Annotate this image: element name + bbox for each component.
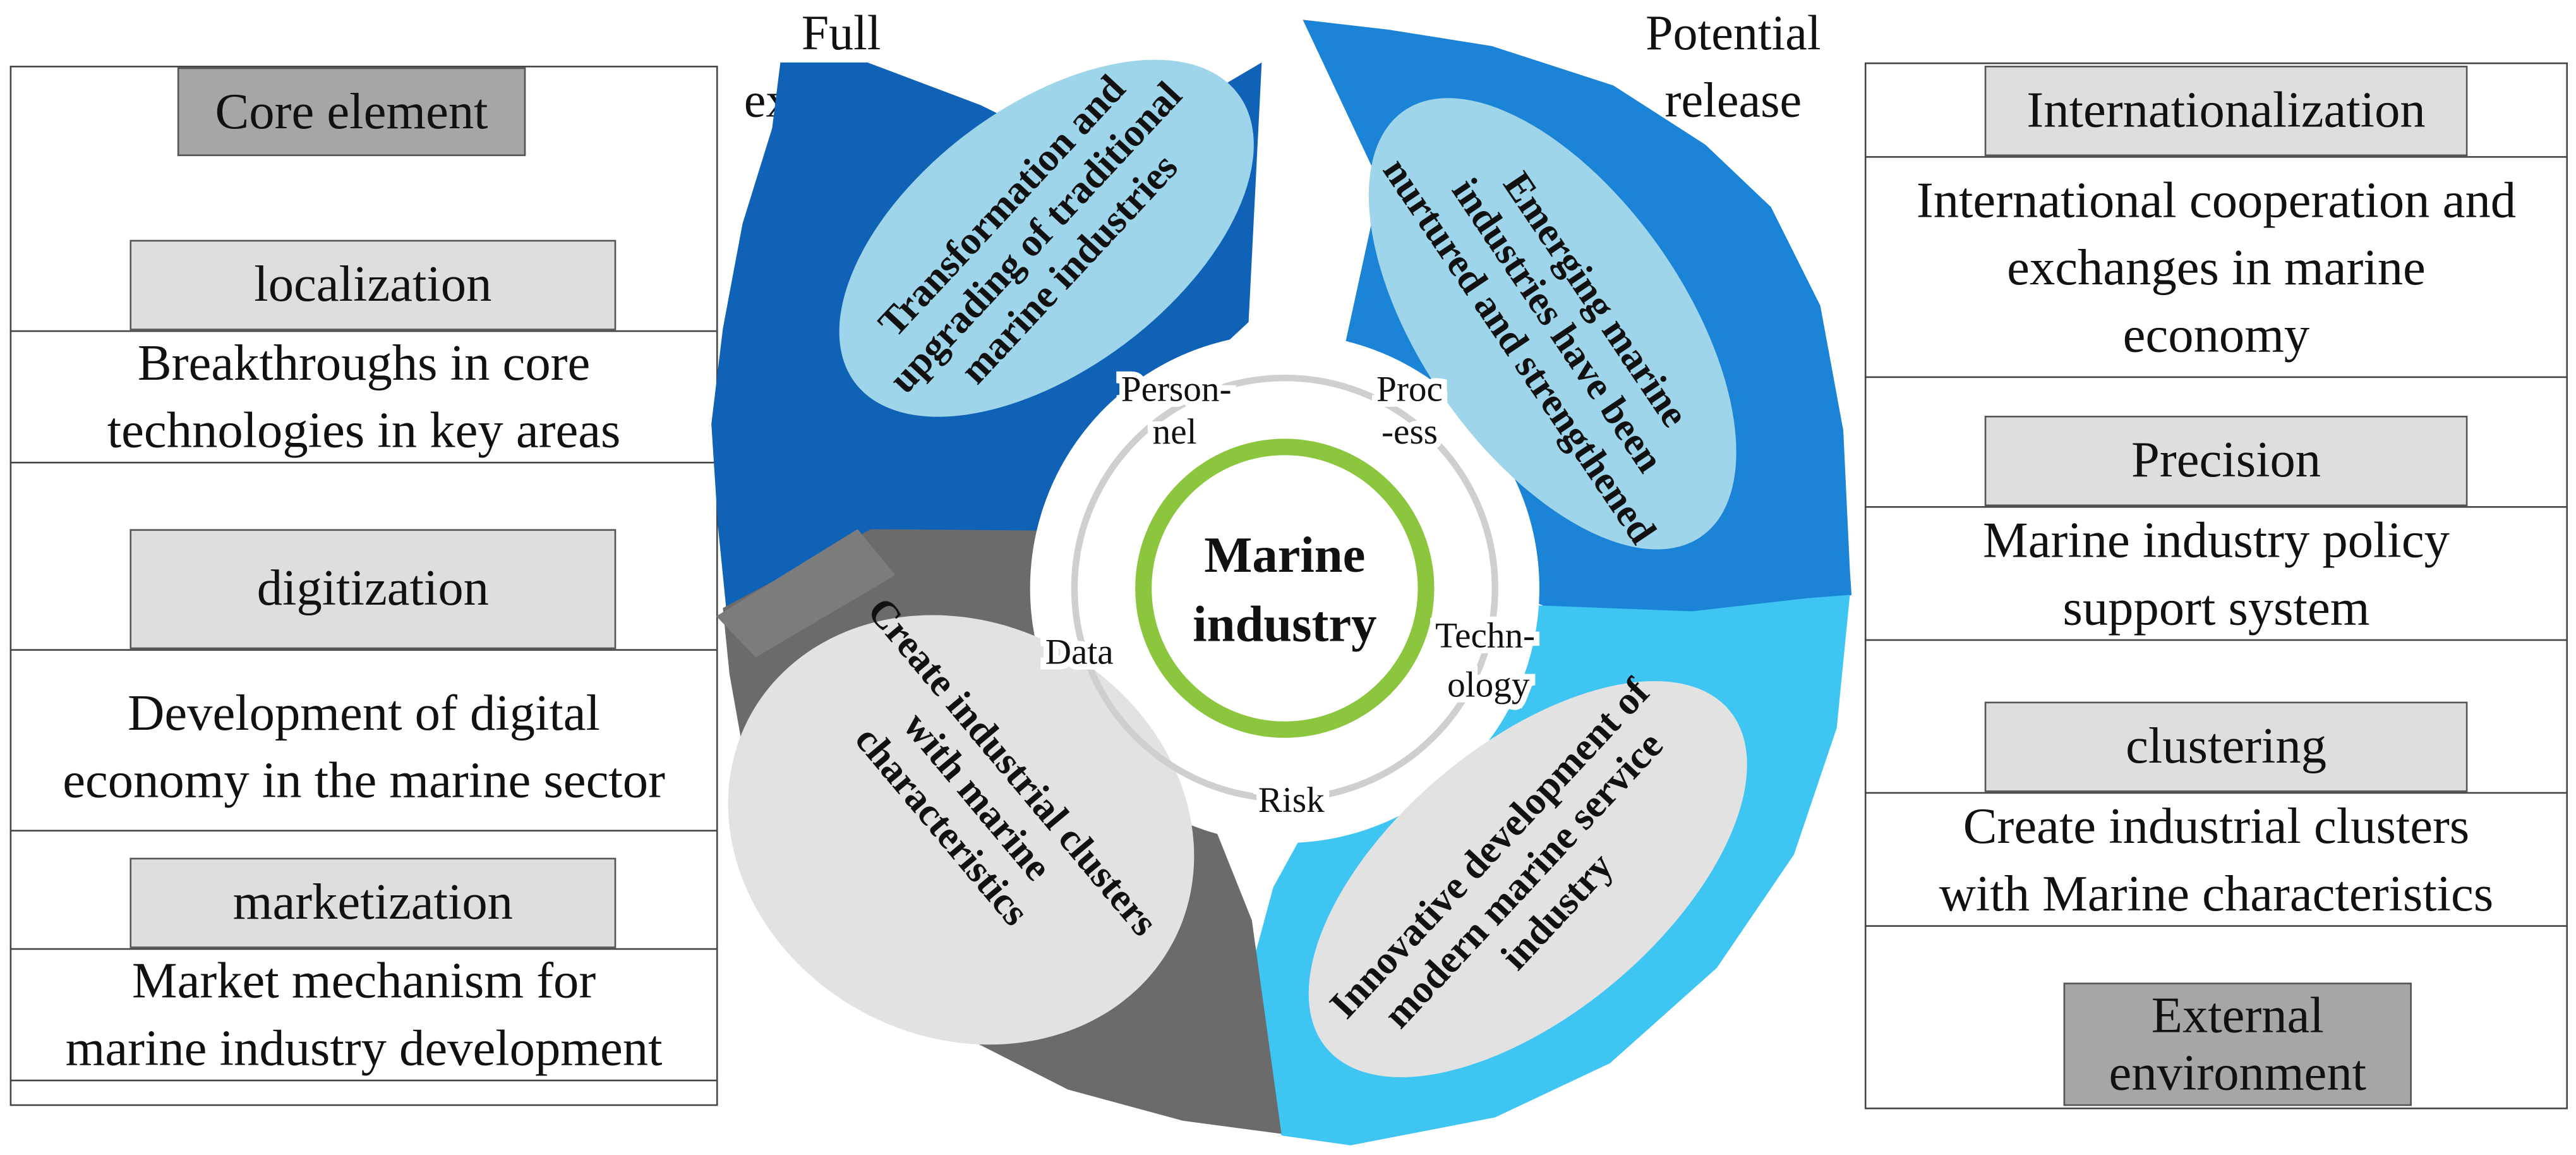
factor-risk: Risk [1258, 780, 1325, 820]
factor-personnel: Person- [1121, 370, 1232, 409]
description-line: support system [2062, 578, 2370, 636]
digitization-description: Development of digital economy in the ma… [10, 662, 718, 830]
marketization-tag: marketization [129, 857, 617, 948]
description-line: Create industrial clusters [1963, 796, 2470, 854]
description-line: Development of digital [128, 683, 600, 741]
description-line: International cooperation and [1916, 170, 2517, 228]
right-divider [1864, 376, 2568, 378]
left-divider [9, 330, 718, 332]
footer-line: External [2151, 986, 2324, 1044]
bottom-right-ellipse [1308, 681, 1747, 1077]
factor-personnel: nel [1153, 412, 1197, 452]
left-divider [9, 948, 718, 950]
factor-risk: Risk [1258, 780, 1325, 820]
description-line: exchanges in marine [2007, 237, 2426, 295]
potential-release-label: Potential release [1577, 0, 1889, 135]
label-line: release [1664, 74, 1802, 128]
factor-process: -ess [1381, 412, 1438, 452]
description-line: with Marine characteristics [1939, 863, 2494, 921]
factor-personnel: nel [1153, 412, 1197, 452]
core-element-header: Core element [177, 67, 526, 157]
right-divider [1864, 925, 2568, 927]
clustering-description: Create industrial clusters with Marine c… [1865, 792, 2568, 926]
right-divider [1864, 506, 2568, 508]
right-panel [1864, 62, 2568, 1110]
label-line: Potential [1646, 6, 1821, 61]
localization-tag: localization [129, 239, 617, 330]
description-line: Breakthroughs in core [137, 333, 591, 391]
description-line: Marine industry policy [1983, 510, 2450, 568]
internationalization-tag: Internationalization [1984, 66, 2468, 157]
factor-technology: ology [1447, 665, 1530, 705]
bottom-left-ellipse [728, 615, 1195, 1045]
precision-tag: Precision [1984, 416, 2468, 507]
right-divider [1864, 639, 2568, 641]
center-title-line: industry [1193, 596, 1376, 652]
factor-data: Data [1045, 632, 1114, 672]
label-line: Full [801, 6, 881, 61]
factor-technology: Techn- [1435, 616, 1535, 656]
description-line: Market mechanism for [131, 951, 596, 1009]
right-divider [1864, 156, 2568, 158]
description-line: technologies in key areas [107, 401, 621, 459]
factor-personnel: Person- [1121, 370, 1232, 409]
localization-description: Breakthroughs in core technologies in ke… [10, 330, 718, 462]
factor-technology: ology [1447, 665, 1530, 705]
external-environment-footer: External environment [2063, 983, 2412, 1106]
factor-process: -ess [1381, 412, 1438, 452]
left-divider [9, 1079, 718, 1082]
center-ring [1135, 438, 1435, 738]
left-divider [9, 649, 718, 651]
top-right-ellipse [1368, 98, 1736, 550]
factor-process: Proc [1376, 370, 1443, 409]
bottom-left-arrow-tip [716, 529, 896, 658]
footer-line: environment [2109, 1043, 2367, 1101]
description-line: economy [2122, 305, 2310, 363]
description-line: marine industry development [65, 1019, 663, 1077]
internationalization-description: International cooperation and exchanges … [1865, 162, 2568, 370]
left-divider [9, 830, 718, 832]
precision-description: Marine industry policy support system [1865, 506, 2568, 639]
clustering-tag: clustering [1984, 701, 2468, 792]
factor-data: Data [1045, 632, 1114, 672]
center-title-line: Marine [1204, 527, 1365, 583]
factor-technology: Techn- [1435, 616, 1535, 656]
marketization-description: Market mechanism for marine industry dev… [10, 948, 718, 1080]
left-divider [9, 461, 718, 464]
factor-process: Proc [1376, 370, 1443, 409]
top-left-ellipse [839, 59, 1254, 417]
factor-ring [1071, 374, 1498, 802]
right-divider [1864, 792, 2568, 794]
description-line: economy in the marine sector [63, 751, 665, 809]
digitization-tag: digitization [129, 529, 617, 650]
